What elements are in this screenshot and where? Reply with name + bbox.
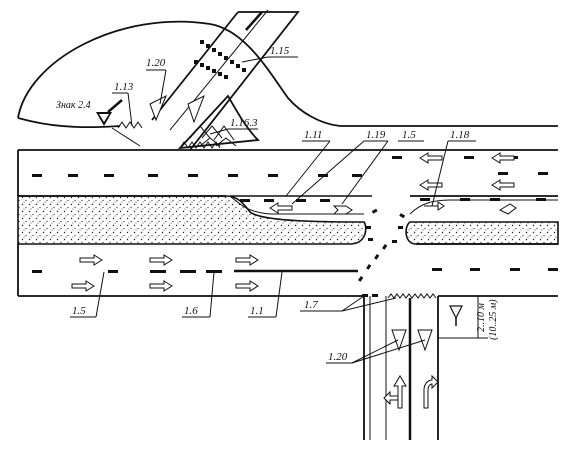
upper-ramp-area bbox=[17, 9, 558, 151]
marking-1-5-top bbox=[32, 156, 548, 177]
leader-lines bbox=[70, 56, 476, 364]
label-1-20-top: 1.20 bbox=[146, 57, 166, 69]
label-1-16-3: 1.16.3 bbox=[230, 117, 258, 129]
label-1-15: 1.15 bbox=[270, 45, 290, 57]
yield-triangle-icon bbox=[391, 329, 407, 352]
label-1-11: 1.11 bbox=[304, 129, 322, 141]
label-1-20-bottom: 1.20 bbox=[328, 351, 348, 363]
label-1-13: 1.13 bbox=[114, 81, 134, 93]
marking-1-5-bottom bbox=[32, 268, 558, 273]
label-1-5-top: 1.5 bbox=[402, 129, 416, 141]
give-way-sign-icon bbox=[96, 99, 123, 126]
marking-1-6 bbox=[150, 270, 222, 273]
lane-arrow-icon bbox=[383, 374, 439, 409]
label-1-5-bottom: 1.5 bbox=[72, 305, 86, 317]
label-1-7: 1.7 bbox=[304, 299, 318, 311]
yield-triangle-icon bbox=[187, 94, 205, 124]
label-1-6: 1.6 bbox=[184, 305, 198, 317]
give-way-sign-icon bbox=[449, 305, 463, 326]
marking-1-16-3-island bbox=[177, 94, 260, 150]
labels: Знак 2.4 1.13 1.20 1.15 1.16.3 1.11 1.19… bbox=[56, 45, 499, 363]
label-1-19: 1.19 bbox=[366, 129, 386, 141]
label-1-1: 1.1 bbox=[250, 305, 264, 317]
lower-carriageway bbox=[17, 243, 558, 297]
label-1-18: 1.18 bbox=[450, 129, 470, 141]
marking-1-15-dots bbox=[194, 40, 246, 79]
label-dimension-b: (10..25 м) bbox=[488, 299, 499, 340]
marking-1-7-turn bbox=[358, 243, 388, 297]
label-dimension-a: 2..10 м bbox=[476, 303, 487, 333]
side-road bbox=[363, 293, 488, 440]
median-strip bbox=[17, 195, 559, 245]
label-sign-2-4: Знак 2.4 bbox=[56, 100, 91, 111]
marking-1-7-median bbox=[366, 208, 406, 243]
yield-triangle-icon bbox=[149, 94, 167, 122]
